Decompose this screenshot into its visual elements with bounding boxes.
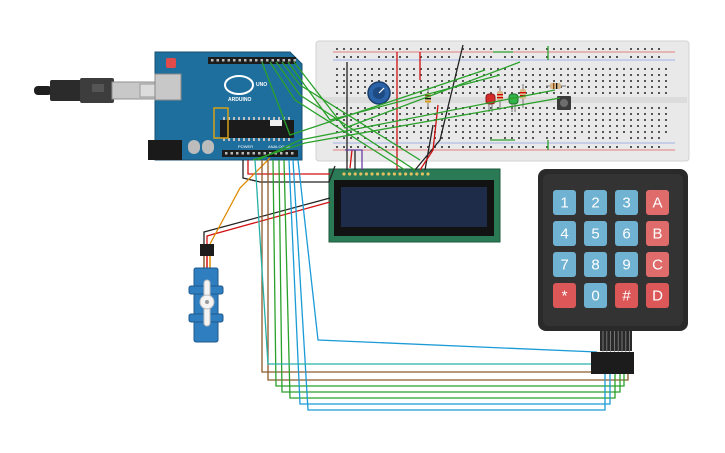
keypad-key[interactable]: 3 <box>615 190 638 215</box>
lcd-display[interactable] <box>328 168 501 243</box>
keypad-key-label: B <box>652 226 662 243</box>
keypad-key[interactable]: 0 <box>584 283 607 308</box>
wire-blue <box>297 159 598 353</box>
wire-green <box>283 159 616 399</box>
keypad-key[interactable]: C <box>646 252 669 277</box>
keypad-key-label: 4 <box>560 226 568 243</box>
capacitor <box>202 140 214 154</box>
wires <box>203 44 629 411</box>
keypad-key-label: 0 <box>591 288 599 305</box>
breadboard-holes <box>336 48 667 148</box>
board-model-text: UNO <box>256 82 267 88</box>
keypad-key[interactable]: 2 <box>584 190 607 215</box>
keypad-ribbon-lines <box>602 331 630 352</box>
keypad-key[interactable]: 1 <box>553 190 576 215</box>
resistor <box>497 86 503 110</box>
keypad-key[interactable]: 8 <box>584 252 607 277</box>
keypad-key-label: 5 <box>591 226 599 243</box>
usb-cable <box>34 78 161 103</box>
keypad-key-label: * <box>562 288 568 305</box>
power-jack <box>148 140 182 160</box>
wire-red <box>247 160 330 175</box>
servo-connector <box>200 244 214 256</box>
lcd-header-pins <box>342 172 430 176</box>
analog-label: ANALOG IN <box>268 144 290 149</box>
wire-red <box>349 149 353 169</box>
wire-blue <box>288 159 611 405</box>
keypad-key[interactable]: B <box>646 221 669 246</box>
wire-green <box>281 61 421 161</box>
wire-black <box>242 160 336 183</box>
arduino-uno-board[interactable]: ARDUINO UNO POWER ANALOG IN <box>148 51 303 161</box>
reset-button[interactable] <box>166 58 176 68</box>
keypad-key[interactable]: 7 <box>553 252 576 277</box>
keypad-4x4[interactable]: 1 2 3 A 4 5 6 B 7 8 9 C * 0 # D <box>538 169 688 374</box>
keypad-connector <box>591 352 634 374</box>
usb-port <box>154 73 182 101</box>
red-led <box>485 93 496 112</box>
servo-motor[interactable] <box>188 244 224 343</box>
wire-green <box>261 61 486 136</box>
capacitor <box>188 140 200 154</box>
keypad-key-label: C <box>652 257 663 274</box>
keypad-key[interactable]: 6 <box>615 221 638 246</box>
wire-purple <box>345 149 363 170</box>
wire-green <box>269 61 406 171</box>
wire-red <box>206 201 331 244</box>
wire-green <box>293 61 521 129</box>
wire-brown <box>261 160 597 373</box>
keypad-ribbon <box>600 331 632 351</box>
keypad-key[interactable]: D <box>646 283 669 308</box>
keypad-key[interactable]: # <box>615 283 638 308</box>
keypad-key[interactable]: 4 <box>553 221 576 246</box>
keypad-key[interactable]: 9 <box>615 252 638 277</box>
arduino-logo-icon <box>224 75 254 95</box>
breadboard[interactable] <box>315 40 690 162</box>
keypad-key-label: # <box>622 288 631 305</box>
wire-green <box>275 61 416 171</box>
keypad-keys: 1 2 3 A 4 5 6 B 7 8 9 C * 0 # D <box>553 190 669 308</box>
wire-green <box>252 97 561 161</box>
keypad-key-label: 1 <box>560 195 568 212</box>
chip-socket <box>213 107 229 139</box>
lcd-screen <box>341 187 487 227</box>
keypad-key-label: 7 <box>560 257 568 274</box>
wire-black <box>203 197 331 244</box>
keypad-key-label: D <box>652 288 663 305</box>
push-button[interactable] <box>557 96 571 110</box>
board-logo-text: ARDUINO <box>228 97 251 103</box>
potentiometer[interactable] <box>367 81 391 105</box>
keypad-key-label: 9 <box>622 257 630 274</box>
wire-blue <box>292 159 606 411</box>
chip-pins <box>223 117 290 141</box>
digital-pins <box>211 59 296 62</box>
keypad-key[interactable]: * <box>553 283 576 308</box>
keypad-key[interactable]: A <box>646 190 669 215</box>
wire-black <box>414 44 464 171</box>
wire-green <box>287 61 501 121</box>
keypad-key[interactable]: 5 <box>584 221 607 246</box>
wire-black <box>424 124 434 171</box>
keypad-key-label: 2 <box>591 195 599 212</box>
keypad-key-label: 8 <box>591 257 599 274</box>
keypad-key-label: 6 <box>622 226 630 243</box>
wire-orange <box>209 157 271 245</box>
wire-teal <box>254 159 597 365</box>
analog-pins <box>225 152 294 155</box>
wire-green <box>278 159 621 393</box>
resistor <box>546 83 566 89</box>
keypad-key-label: A <box>652 195 662 212</box>
power-label: POWER <box>238 144 253 149</box>
keypad-key-label: 3 <box>622 195 630 212</box>
led-indicator <box>270 120 282 126</box>
microcontroller-chip <box>220 120 294 138</box>
